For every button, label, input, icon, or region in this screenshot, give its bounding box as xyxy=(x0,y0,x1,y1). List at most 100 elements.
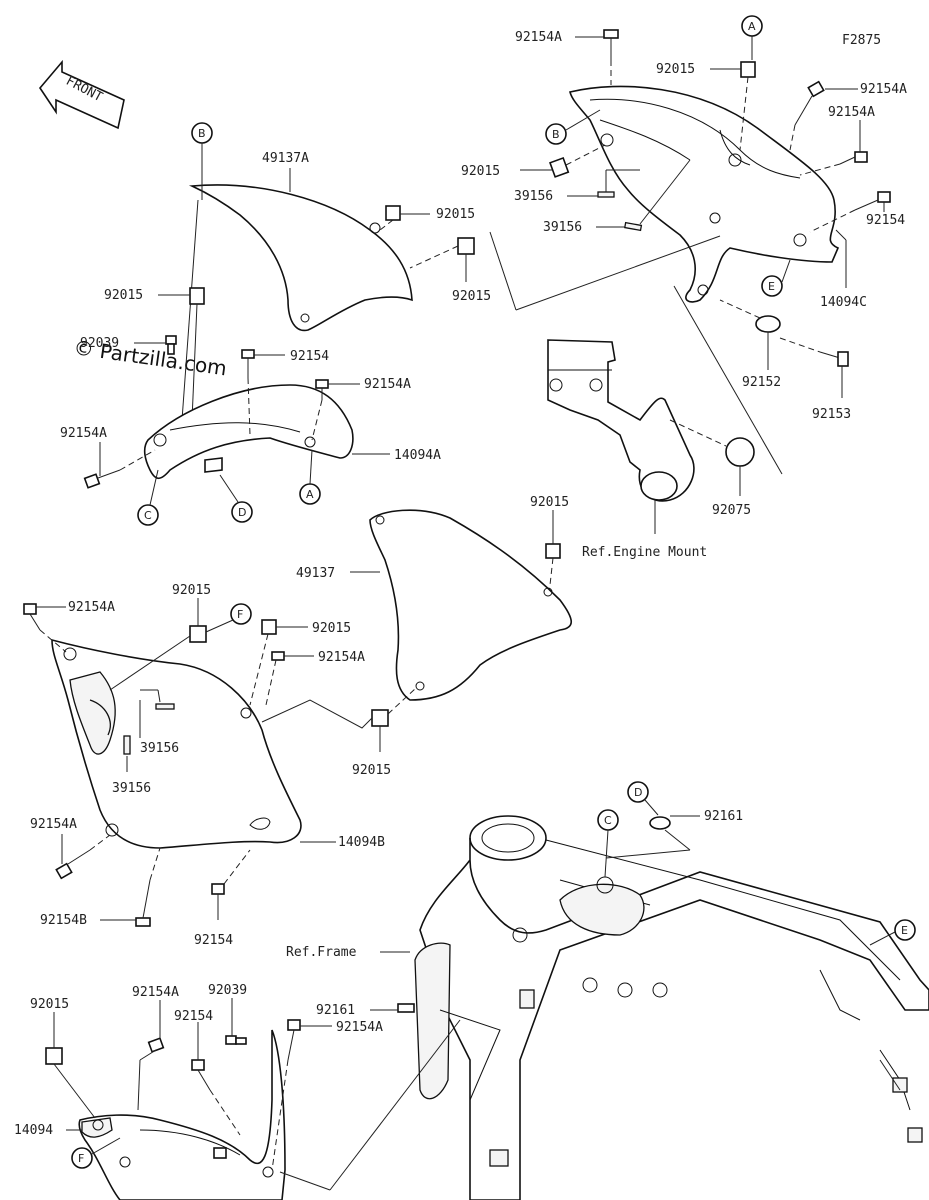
label-92161-b: 92161 xyxy=(316,1003,355,1018)
figure-code: F2875 xyxy=(842,33,881,48)
screw-92154a-c-icon xyxy=(23,603,67,653)
label-92154-b: 92154 xyxy=(194,933,233,948)
screw-92154a-top-icon xyxy=(603,29,619,85)
label-ref-frame: Ref.Frame xyxy=(286,945,357,960)
label-ref-engine-mount: Ref.Engine Mount xyxy=(582,545,707,560)
label-14094c: 14094C xyxy=(820,295,867,310)
collar-92015-f-icon xyxy=(261,619,277,635)
label-plate-39156a-icon xyxy=(597,191,615,198)
callout-f-mid: F xyxy=(205,603,252,633)
callout-d-frame: D xyxy=(627,781,659,816)
label-92015-h: 92015 xyxy=(30,997,69,1012)
svg-text:C: C xyxy=(144,509,152,522)
cover-14094c xyxy=(569,85,840,303)
screw-92154a-right1-icon xyxy=(789,80,825,151)
callout-c-left: C xyxy=(137,469,159,526)
label-92154a-b: 92154A xyxy=(60,426,107,441)
collar-92015-g-icon xyxy=(371,709,389,727)
label-49137a: 49137A xyxy=(262,151,309,166)
svg-text:D: D xyxy=(238,506,246,519)
label-92154a-right2: 92154A xyxy=(828,105,875,120)
callout-c-frame: C xyxy=(597,809,619,878)
fender-49137 xyxy=(369,509,573,701)
callout-a-top: A xyxy=(741,15,763,60)
svg-text:E: E xyxy=(768,280,775,293)
label-92154-right: 92154 xyxy=(866,213,905,228)
label-14094b: 14094B xyxy=(338,835,385,850)
callout-f-bottom: F xyxy=(71,1137,121,1169)
screw-92154a-f-icon xyxy=(137,1037,165,1111)
callout-a-left: A xyxy=(299,449,321,505)
svg-text:C: C xyxy=(604,814,612,827)
label-92015-d: 92015 xyxy=(530,495,569,510)
label-92153: 92153 xyxy=(812,407,851,422)
label-92015-f: 92015 xyxy=(312,621,351,636)
svg-text:B: B xyxy=(552,128,560,141)
label-39156-a: 39156 xyxy=(514,189,553,204)
label-92015-a: 92015 xyxy=(436,207,475,222)
label-92015-c: 92015 xyxy=(104,288,143,303)
label-92015-g: 92015 xyxy=(352,763,391,778)
label-92154a-right1: 92154A xyxy=(860,82,907,97)
cover-14094 xyxy=(78,1029,286,1200)
label-92015-b: 92015 xyxy=(452,289,491,304)
callout-e-frame: E xyxy=(869,919,916,946)
label-92075: 92075 xyxy=(712,503,751,518)
screw-92154a-d-icon xyxy=(265,651,285,706)
frame xyxy=(414,815,929,1200)
label-92154a-d: 92154A xyxy=(318,650,365,665)
label-92154a-top: 92154A xyxy=(515,30,562,45)
label-14094: 14094 xyxy=(14,1123,53,1138)
label-92154b: 92154B xyxy=(40,913,87,928)
screw-92154a-e-icon xyxy=(55,834,111,880)
label-92161-a: 92161 xyxy=(704,809,743,824)
label-92154a-f: 92154A xyxy=(132,985,179,1000)
label-plate-39156d-icon xyxy=(123,735,131,755)
collar-92015-top-icon xyxy=(740,61,756,78)
clip-92039-b-icon xyxy=(225,1035,247,1045)
clip-92039-a-icon xyxy=(165,335,177,355)
svg-text:D: D xyxy=(634,786,642,799)
screw-92154a-right2-icon xyxy=(799,151,868,176)
svg-text:F: F xyxy=(78,1152,84,1165)
label-92039-b: 92039 xyxy=(208,983,247,998)
label-plate-39156c-icon xyxy=(155,703,175,710)
label-92154a-e: 92154A xyxy=(30,817,77,832)
collar-92015-a-icon xyxy=(385,205,401,221)
cover-14094a xyxy=(143,384,354,480)
label-plate-39156b-icon xyxy=(624,221,643,232)
grommet-92152-icon xyxy=(719,299,781,370)
collar-92015-d-icon xyxy=(545,543,561,559)
callout-b-left: B xyxy=(181,122,213,421)
collar-92015-mid-icon xyxy=(549,144,606,178)
engine-mount-bracket xyxy=(547,339,695,502)
label-92154-a: 92154 xyxy=(290,349,329,364)
screw-92154b-icon xyxy=(135,847,161,927)
label-92154-c: 92154 xyxy=(174,1009,213,1024)
label-39156-c: 39156 xyxy=(140,741,179,756)
screw-92154-c-icon xyxy=(191,1059,241,1136)
cover-14094b xyxy=(51,638,302,849)
collar-92015-e-icon xyxy=(189,625,207,643)
label-92015-e: 92015 xyxy=(172,583,211,598)
grommet-92075-icon xyxy=(669,419,755,496)
label-92039-a: 92039 xyxy=(80,336,119,351)
label-92152: 92152 xyxy=(742,375,781,390)
callout-b-top: B xyxy=(545,109,601,145)
label-39156-d: 39156 xyxy=(112,781,151,796)
label-92015-top: 92015 xyxy=(656,62,695,77)
label-49137: 49137 xyxy=(296,566,335,581)
bolt-92153-icon xyxy=(779,337,849,398)
collar-92015-h-icon xyxy=(45,1047,63,1065)
front-arrow-icon: FRONT xyxy=(39,59,125,130)
label-39156-b: 39156 xyxy=(543,220,582,235)
screw-92154-a-icon xyxy=(241,349,255,436)
svg-text:F: F xyxy=(237,608,243,621)
fender-49137a xyxy=(188,184,413,332)
svg-text:A: A xyxy=(748,20,756,33)
callout-e-top: E xyxy=(761,259,791,297)
screw-92154-b-icon xyxy=(211,849,251,920)
label-92154a-a: 92154A xyxy=(364,377,411,392)
label-92154a-g: 92154A xyxy=(336,1020,383,1035)
